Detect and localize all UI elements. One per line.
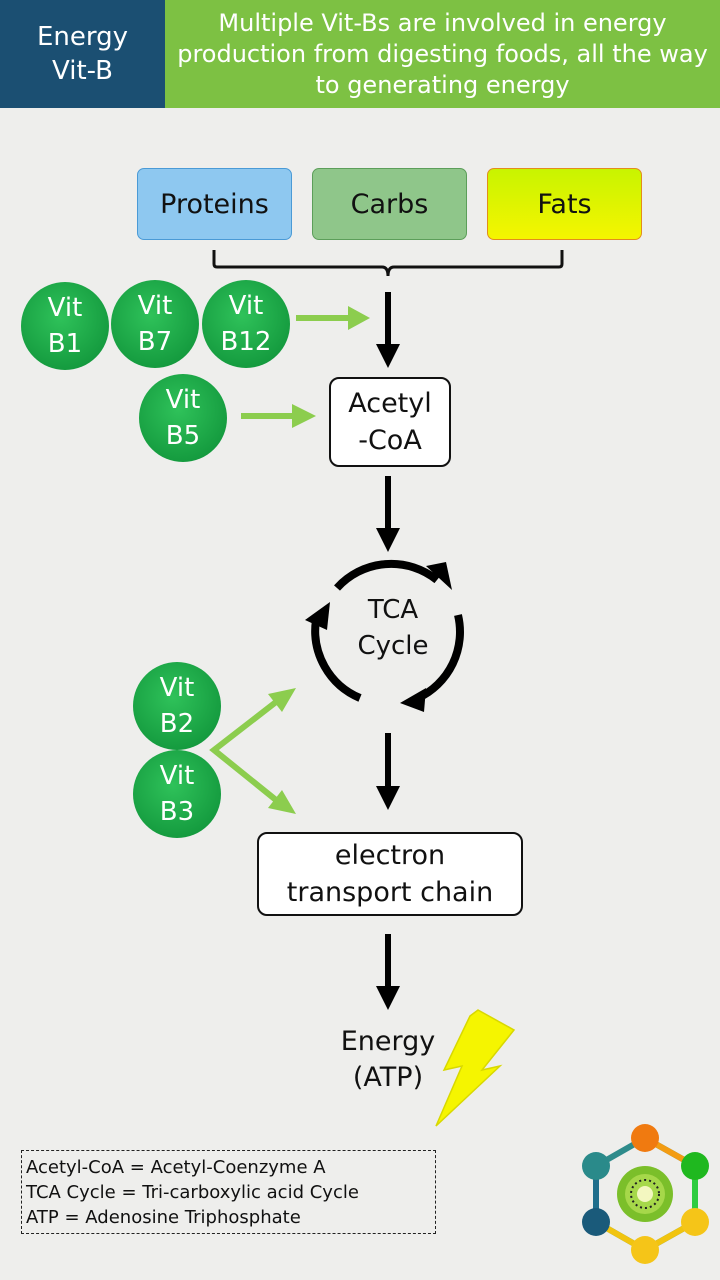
food-bracket	[212, 250, 564, 277]
green-arrow-b5	[241, 404, 316, 428]
vitamin-b7: Vit B7	[111, 280, 199, 368]
proteins-box: Proteins	[137, 168, 292, 240]
acetyl-coa-line1: Acetyl	[348, 388, 432, 419]
fats-box: Fats	[487, 168, 642, 240]
tca-cycle-arrows-icon	[305, 559, 464, 712]
green-arrow-b2-b3	[209, 688, 296, 814]
lightning-icon	[435, 1009, 516, 1127]
vitamin-b1: Vit B1	[21, 282, 109, 370]
arrow-to-tca	[376, 476, 400, 552]
energy-atp-label: Energy (ATP)	[318, 1024, 458, 1096]
header-tag: Energy Vit-B	[0, 0, 165, 108]
legend-line2: TCA Cycle = Tri-carboxylic acid Cycle	[26, 1182, 359, 1203]
tca-line1: TCA	[367, 595, 419, 625]
proteins-label: Proteins	[160, 188, 269, 220]
arrow-to-acetyl	[376, 292, 400, 368]
vitamin-b12-line2: B12	[220, 327, 272, 357]
vitamin-b5: Vit B5	[139, 374, 227, 462]
arrow-to-etc	[376, 733, 400, 810]
header-title-text: Multiple Vit-Bs are involved in energy p…	[177, 8, 708, 99]
vitamin-b1-line1: Vit	[47, 293, 83, 323]
vitamin-b7-line2: B7	[137, 327, 173, 357]
arrow-to-energy	[376, 934, 400, 1010]
green-arrow-b-group	[296, 306, 370, 330]
carbs-box: Carbs	[312, 168, 467, 240]
header-tag-line2: Vit-B	[52, 56, 113, 86]
header-title: Multiple Vit-Bs are involved in energy p…	[165, 0, 720, 108]
logo-hexagon-icon	[582, 1124, 709, 1264]
tca-cycle-label: TCA Cycle	[338, 592, 448, 664]
vitamin-b5-line2: B5	[165, 421, 201, 451]
legend-line3: ATP = Adenosine Triphosphate	[26, 1207, 301, 1228]
energy-line2: (ATP)	[352, 1062, 424, 1093]
acetyl-coa-box: Acetyl -CoA	[329, 377, 451, 467]
vitamin-b1-line2: B1	[47, 329, 83, 359]
carbs-label: Carbs	[350, 188, 429, 220]
vitamin-b3-line1: Vit	[159, 761, 195, 791]
legend-line1: Acetyl-CoA = Acetyl-Coenzyme A	[26, 1157, 326, 1178]
energy-line1: Energy	[340, 1026, 436, 1057]
acetyl-coa-line2: -CoA	[358, 425, 422, 456]
electron-transport-chain-box: electron transport chain	[257, 832, 523, 916]
vitamin-b3: Vit B3	[133, 750, 221, 838]
vitamin-b12-line1: Vit	[228, 291, 264, 321]
vitamin-b7-line1: Vit	[137, 291, 173, 321]
abbreviation-legend: Acetyl-CoA = Acetyl-Coenzyme A TCA Cycle…	[21, 1150, 436, 1234]
vitamin-b2-line2: B2	[159, 709, 195, 739]
header-tag-line1: Energy	[36, 22, 129, 52]
vitamin-b2: Vit B2	[133, 662, 221, 750]
vitamin-b3-line2: B3	[159, 797, 195, 827]
vitamin-b12: Vit B12	[202, 280, 290, 368]
vitamin-b5-line1: Vit	[165, 385, 201, 415]
etc-line2: transport chain	[286, 877, 494, 908]
etc-line1: electron	[334, 840, 446, 871]
fats-label: Fats	[537, 188, 592, 220]
tca-line2: Cycle	[357, 631, 429, 661]
vitamin-b2-line1: Vit	[159, 673, 195, 703]
